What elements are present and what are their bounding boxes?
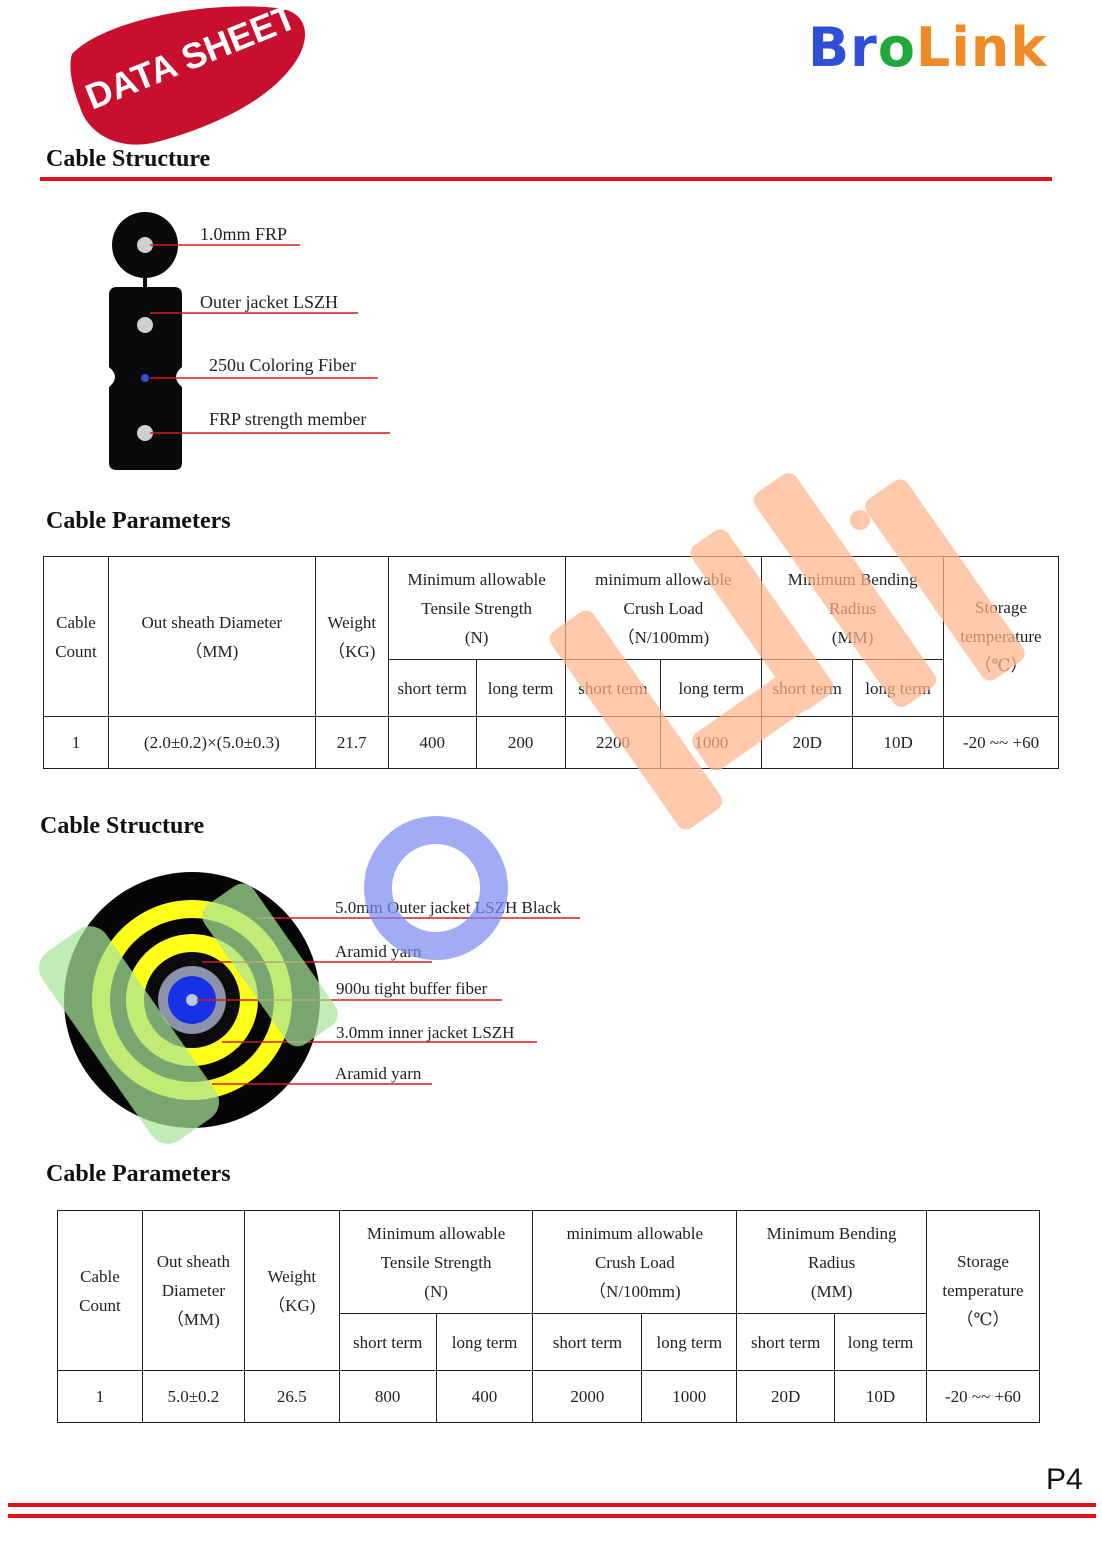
header-long-term: long term xyxy=(475,659,566,717)
cell-bend-long: 10D xyxy=(834,1370,927,1423)
logo-letter: o xyxy=(877,16,916,79)
logo-letter: B xyxy=(808,16,851,79)
cell-tensile-long: 200 xyxy=(475,716,566,769)
label-frp-top: 1.0mm FRP xyxy=(200,224,288,244)
header-long-term: long term xyxy=(641,1313,738,1371)
cell-bend-short: 20D xyxy=(761,716,854,769)
header-short-term: short term xyxy=(387,659,477,717)
header-long-term: long term xyxy=(834,1313,927,1371)
flat-cable-diagram xyxy=(109,212,390,470)
logo-letter: r xyxy=(850,16,878,79)
header-weight: Weight（KG) xyxy=(314,556,389,717)
cell-storage: -20 ~~ +60 xyxy=(943,716,1059,769)
logo-letter: n xyxy=(970,16,1011,79)
table-row: 1 (2.0±0.2)×(5.0±0.3) 21.7 400 200 2200 … xyxy=(43,716,1059,769)
cable-parameters-title-2: Cable Parameters xyxy=(46,1161,231,1187)
label-aramid-yarn-2: Aramid yarn xyxy=(335,1064,422,1083)
label-inner-jacket: 3.0mm inner jacket LSZH xyxy=(336,1023,515,1042)
cell-diameter: (2.0±0.2)×(5.0±0.3) xyxy=(107,716,316,769)
cell-tensile-short: 800 xyxy=(338,1370,437,1423)
cell-weight: 21.7 xyxy=(314,716,389,769)
header-short-term: short term xyxy=(736,1313,836,1371)
cell-crush-long: 1000 xyxy=(641,1370,738,1423)
cable-parameters-title-1: Cable Parameters xyxy=(46,508,231,534)
header-out-sheath: Out sheath Diameter（MM) xyxy=(107,556,316,717)
label-frp-member: FRP strength member xyxy=(209,409,367,429)
page-number: P4 xyxy=(1046,1463,1083,1496)
cell-count: 1 xyxy=(43,716,109,769)
header-red-rule xyxy=(40,177,1052,181)
label-aramid-yarn-1: Aramid yarn xyxy=(335,942,422,961)
logo-letter: i xyxy=(951,16,971,79)
cell-storage: -20 ~~ +60 xyxy=(925,1370,1041,1423)
header-long-term: long term xyxy=(660,659,763,717)
cell-count: 1 xyxy=(57,1370,143,1423)
cell-diameter: 5.0±0.2 xyxy=(141,1370,245,1423)
cell-crush-short: 2000 xyxy=(532,1370,643,1423)
header-short-term: short term xyxy=(761,659,854,717)
label-tight-buffer: 900u tight buffer fiber xyxy=(336,979,488,998)
logo-letter: k xyxy=(1010,16,1048,79)
data-sheet-badge: DATA SHEET xyxy=(70,2,306,145)
cable-structure-title-1: Cable Structure xyxy=(46,146,211,172)
header-long-term: long term xyxy=(435,1313,534,1371)
brolink-logo: BroLink xyxy=(808,18,1047,78)
header-short-term: short term xyxy=(564,659,662,717)
logo-letter: L xyxy=(915,16,952,79)
footer-red-rule-top xyxy=(8,1503,1096,1507)
header-long-term: long term xyxy=(852,659,945,717)
cell-crush-long: 1000 xyxy=(660,716,763,769)
cell-bend-short: 20D xyxy=(736,1370,836,1423)
cell-bend-long: 10D xyxy=(852,716,945,769)
footer-red-rule-bottom xyxy=(8,1514,1096,1518)
cell-crush-short: 2200 xyxy=(564,716,662,769)
cable-structure-title-2: Cable Structure xyxy=(40,813,205,839)
header-short-term: short term xyxy=(338,1313,437,1371)
cell-tensile-short: 400 xyxy=(387,716,477,769)
header-short-term: short term xyxy=(532,1313,643,1371)
label-outer-jacket: Outer jacket LSZH xyxy=(200,292,338,312)
cell-tensile-long: 400 xyxy=(435,1370,534,1423)
cell-weight: 26.5 xyxy=(243,1370,340,1423)
label-coloring-fiber: 250u Coloring Fiber xyxy=(209,355,356,375)
header-weight: Weight（KG) xyxy=(243,1210,340,1371)
table-row: 1 5.0±0.2 26.5 800 400 2000 1000 20D 10D… xyxy=(57,1370,1041,1423)
label-outer-jacket-black: 5.0mm Outer jacket LSZH Black xyxy=(335,898,562,917)
